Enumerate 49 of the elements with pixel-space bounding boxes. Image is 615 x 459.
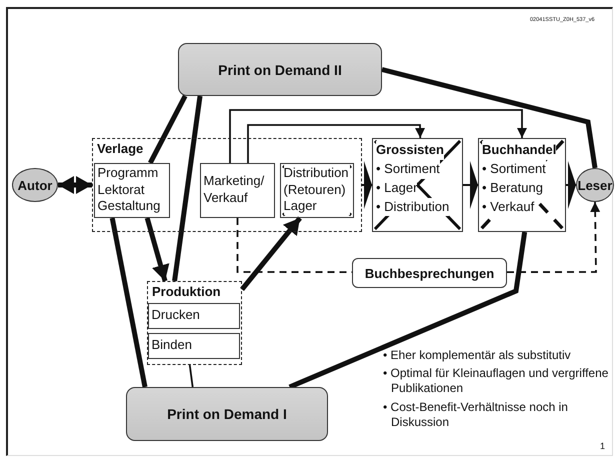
rounded-box: [178, 43, 382, 96]
note-text: • Optimal für Kleinauflagen und vergriffene Publikationen: [383, 366, 610, 396]
process-box: [94, 162, 170, 218]
node-label: Distribution (Retouren) Lager: [284, 164, 350, 216]
connector-line: [172, 96, 202, 282]
bullet-item: • Lager: [376, 178, 418, 198]
connector-line: [288, 232, 528, 390]
arrow: [240, 216, 302, 291]
connector-line: [110, 218, 148, 388]
rounded-box: [352, 258, 507, 288]
bullet-item: • Sortiment: [376, 160, 440, 179]
node-label: Marketing/ Verkauf: [204, 173, 266, 207]
process-box: [200, 162, 274, 218]
bullet-item: • Beratung: [482, 178, 543, 198]
node-label: Print on Demand II: [218, 62, 342, 78]
arrow: [229, 109, 527, 163]
connector-line: [188, 364, 194, 388]
node-label: Print on Demand I: [167, 406, 287, 422]
group-heading: Produktion: [151, 283, 222, 301]
node-label: Programm Lektorat Gestaltung: [98, 164, 162, 216]
note-text: • Cost-Benefit-Verhältnisse noch in Diskussion: [383, 400, 569, 430]
node-label: Buchbesprechungen: [364, 266, 494, 280]
chevron-arrow: [362, 161, 372, 209]
node-label: Autor: [18, 178, 52, 192]
arrow: [58, 176, 92, 194]
ellipse-node: [12, 168, 58, 202]
arrow: [507, 202, 600, 273]
group-heading: Verlage: [96, 140, 144, 158]
dashed-group-box: [92, 138, 362, 232]
bullet-item: • Distribution: [376, 198, 450, 216]
page-number: 1: [600, 441, 606, 452]
note-text: • Eher komplementär als substitutiv: [383, 348, 572, 363]
dashed-group-box: [147, 281, 242, 365]
chevron-arrow: [463, 161, 478, 209]
arrow: [144, 217, 170, 282]
process-box: [148, 302, 240, 328]
rounded-box: [126, 387, 328, 441]
ellipse-node: [576, 168, 614, 202]
node-label: Leser: [578, 178, 612, 192]
connector-line: [148, 94, 188, 164]
box-heading: Grossisten: [376, 141, 444, 160]
node-label: Drucken: [152, 307, 200, 324]
connector-line: [381, 67, 598, 168]
chevron-arrow: [566, 161, 576, 209]
process-box: [148, 332, 240, 358]
node-label: Binden: [152, 337, 192, 354]
arrow: [247, 124, 426, 163]
bullet-item: • Sortiment: [482, 160, 546, 179]
box-heading: Buchhandel: [482, 141, 556, 160]
